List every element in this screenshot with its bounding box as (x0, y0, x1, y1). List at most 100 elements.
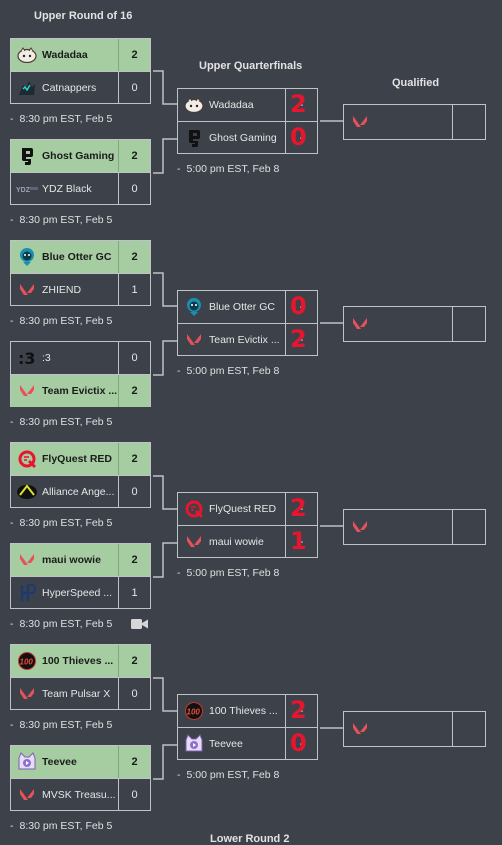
team-score: - (285, 493, 317, 525)
team-name: Teevee (209, 738, 243, 750)
team-row[interactable]: MVSK Treasu...0 (11, 779, 150, 811)
qualified-slot[interactable] (343, 509, 486, 545)
qualified-slot[interactable] (343, 306, 486, 342)
team-score: - (285, 728, 317, 760)
svg-text:100: 100 (20, 658, 34, 667)
team-name: Blue Otter GC (209, 301, 275, 313)
valorant-logo (349, 313, 371, 335)
teevee-logo (183, 733, 205, 755)
team-score: 0 (118, 678, 150, 710)
header-qualified: Qualified (392, 77, 440, 89)
team-row[interactable]: Teevee 2 (11, 746, 150, 779)
header-lower-round-2: Lower Round 2 (210, 833, 290, 845)
valorant-logo (349, 718, 371, 740)
team-score: - (285, 89, 317, 121)
team-row[interactable]: Alliance Ange...0 (11, 476, 150, 508)
qualified-score-cell (452, 712, 485, 746)
team-score: 2 (118, 746, 150, 778)
team-row[interactable]: :3 :3 0 (11, 342, 150, 375)
team-name: maui wowie (42, 554, 101, 566)
handwritten-score: 2 (290, 90, 307, 118)
team-name: Team Evictix ... (42, 385, 118, 397)
team-row[interactable]: Ghost Gaming- (178, 122, 317, 154)
flyquest-logo (16, 448, 38, 470)
team-name: :3 (42, 352, 51, 364)
team-name: Blue Otter GC (42, 251, 112, 263)
qualified-score-cell (452, 510, 485, 544)
blue-otter-logo (183, 296, 205, 318)
qualified-slot[interactable] (343, 711, 486, 747)
match-time: -8:30 pm EST, Feb 5 (10, 214, 113, 226)
qualified-slot[interactable] (343, 104, 486, 140)
team-score: 0 (118, 173, 150, 205)
header-upper-round-of-16: Upper Round of 16 (34, 10, 133, 22)
valorant-logo (16, 279, 38, 301)
match-qf-2[interactable]: Blue Otter GC-Team Evictix ...- (177, 290, 318, 356)
team-name: Ghost Gaming (42, 150, 115, 162)
team-score: 2 (118, 375, 150, 407)
match-time: -8:30 pm EST, Feb 5 (10, 517, 113, 529)
team-row[interactable]: Blue Otter GC- (178, 291, 317, 324)
team-row[interactable]: Wadadaa- (178, 89, 317, 122)
team-score: 2 (118, 140, 150, 172)
handwritten-score: 2 (290, 325, 307, 353)
team-name: maui wowie (209, 536, 264, 548)
team-name: Alliance Ange... (42, 486, 115, 498)
match-time: -5:00 pm EST, Feb 8 (177, 163, 280, 175)
ghost-gaming-logo (16, 145, 38, 167)
header-upper-quarterfinals: Upper Quarterfinals (199, 60, 303, 72)
team-row[interactable]: Teevee - (178, 728, 317, 760)
svg-text::3: :3 (18, 349, 36, 367)
team-score: 0 (118, 342, 150, 374)
match-qf-1[interactable]: Wadadaa-Ghost Gaming- (177, 88, 318, 154)
qualified-score-cell (452, 105, 485, 139)
team-score: 2 (118, 443, 150, 475)
svg-text:YDZ: YDZ (16, 187, 31, 194)
team-row[interactable]: Team Evictix ...- (178, 324, 317, 356)
team-score: 2 (118, 39, 150, 71)
team-name: Catnappers (42, 82, 97, 94)
ydz-logo: YDZ (16, 178, 38, 200)
handwritten-score: 1 (290, 527, 307, 555)
match-time: -8:30 pm EST, Feb 5 (10, 113, 113, 125)
alliance-logo (16, 481, 38, 503)
team-score: - (285, 122, 317, 154)
qualified-score-cell (452, 307, 485, 341)
match-qf-3[interactable]: FlyQuest RED-maui wowie- (177, 492, 318, 558)
team-name: Teevee (42, 756, 77, 768)
team-row[interactable]: maui wowie- (178, 526, 317, 558)
video-camera-icon[interactable] (131, 618, 148, 630)
match-time: -5:00 pm EST, Feb 8 (177, 769, 280, 781)
match-time: -8:30 pm EST, Feb 5 (10, 719, 113, 731)
valorant-logo (16, 683, 38, 705)
team-row[interactable]: FlyQuest RED- (178, 493, 317, 526)
team-score: 0 (118, 779, 150, 811)
team-row[interactable]: HyperSpeed ...1 (11, 577, 150, 609)
team-score: 0 (118, 476, 150, 508)
match-time: -5:00 pm EST, Feb 8 (177, 567, 280, 579)
handwritten-score: 2 (290, 696, 307, 724)
team-row[interactable]: maui wowie 2 (11, 544, 150, 577)
team-row[interactable]: Team Evictix ...2 (11, 375, 150, 407)
team-score: 2 (118, 544, 150, 576)
